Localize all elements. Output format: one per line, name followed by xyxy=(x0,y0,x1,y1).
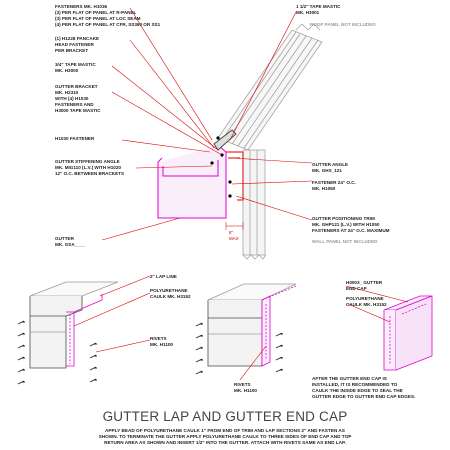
leader-lines-end-cap xyxy=(239,345,267,381)
svg-text:RIVETS: RIVETS xyxy=(150,336,167,341)
svg-text:FASTENERS AT 24" O.C. MAXIMUM: FASTENERS AT 24" O.C. MAXIMUM xyxy=(312,228,390,233)
svg-text:CAULK MK. H3152: CAULK MK. H3152 xyxy=(346,302,387,307)
label-rivets-end-cap: RIVETS MK. H1100 xyxy=(234,382,257,393)
svg-text:MK. H2310: MK. H2310 xyxy=(55,90,79,95)
svg-text:HEAD FASTENER: HEAD FASTENER xyxy=(55,42,94,47)
svg-text:MK. GHS_121: MK. GHS_121 xyxy=(312,168,342,173)
gutter-lap-graphic xyxy=(29,281,119,369)
svg-text:GUTTER BRACKET: GUTTER BRACKET xyxy=(55,84,98,89)
svg-text:PER BRACKET: PER BRACKET xyxy=(55,48,88,53)
detail-title: GUTTER LAP AND GUTTER END CAP xyxy=(103,409,348,424)
svg-text:RIVETS: RIVETS xyxy=(234,382,251,387)
svg-text:GUTTER STIFFENING ANGLE: GUTTER STIFFENING ANGLE xyxy=(55,159,120,164)
svg-text:MK. MIG110 (L.V.) WITH H1020: MK. MIG110 (L.V.) WITH H1020 xyxy=(55,165,121,170)
gutter-end-cap-graphic xyxy=(207,283,297,367)
svg-text:GUTTER EDGE TO GUTTER END CAP: GUTTER EDGE TO GUTTER END CAP EDGES. xyxy=(312,394,415,399)
svg-text:H1030 FASTENER: H1030 FASTENER xyxy=(55,136,95,141)
label-tape-mastic-34: 3/4" TAPE MASTIC MK. H3000 xyxy=(55,62,96,73)
label-fastener-24: FASTENER 24" O.C. MK. H1050 xyxy=(312,180,356,191)
label-end-cap: H0003_ GUTTER END CAP xyxy=(346,280,383,291)
label-positioning-trim: GUTTER POSITIONING TRIM MK. GHP121 (L.V.… xyxy=(312,216,390,233)
rivets-lap-right xyxy=(89,342,97,383)
dimension-sub: MAX xyxy=(229,236,239,241)
label-gutter-bracket: GUTTER BRACKET MK. H2310 WITH (4) H1030 … xyxy=(55,84,101,113)
svg-text:1 1/2" TAPE MASTIC: 1 1/2" TAPE MASTIC xyxy=(296,4,341,9)
after-install-note: AFTER THE GUTTER END CAP IS INSTALLED, I… xyxy=(312,376,415,399)
leader-lines-end-cap-part xyxy=(345,285,409,323)
label-fasteners: FASTENERS MK. H1036 (3) PER FLAT OF PANE… xyxy=(55,4,161,27)
leader-lines-lap xyxy=(73,275,151,353)
label-gutter: GUTTER MK. GSA____ xyxy=(55,236,85,247)
svg-text:(3) PER FLAT OF PANEL AT R-PAN: (3) PER FLAT OF PANEL AT R-PANEL xyxy=(55,10,137,15)
label-rivets-lap: RIVETS MK. H1100 xyxy=(150,336,173,347)
label-tape-mastic-112: 1 1/2" TAPE MASTIC MK. H3001 xyxy=(296,4,341,15)
leader-lines-top xyxy=(101,7,313,241)
svg-text:CAULK MK. H3152: CAULK MK. H3152 xyxy=(150,294,191,299)
description-line-1: APPLY BEAD OF POLYURETHANE CAULK 1" FROM… xyxy=(105,428,345,433)
label-gutter-angle: GUTTER ANGLE MK. GHS_121 xyxy=(312,162,348,173)
svg-text:MK. GHP121 (L.V.) WITH H1050: MK. GHP121 (L.V.) WITH H1050 xyxy=(312,222,380,227)
svg-text:END CAP: END CAP xyxy=(346,286,367,291)
label-wall-panel: WALL PANEL NOT INCLUDED xyxy=(312,239,378,244)
svg-text:2" LAP LINE: 2" LAP LINE xyxy=(150,274,177,279)
svg-text:FASTENERS MK. H1036: FASTENERS MK. H1036 xyxy=(55,4,108,9)
label-roof-panel: ROOF PANEL NOT INCLUDED xyxy=(310,22,376,27)
roof-panel-graphic xyxy=(217,23,323,151)
svg-text:MK. H3000: MK. H3000 xyxy=(55,68,79,73)
label-polyurethane-end-cap: POLYURETHANE CAULK MK. H3152 xyxy=(346,296,387,307)
svg-text:INSTALLED, IT IS RECOMMENDED T: INSTALLED, IT IS RECOMMENDED TO xyxy=(312,382,398,387)
rivets-end-cap-left xyxy=(195,322,203,375)
label-pancake-fastener: (1) H1228 PANCAKE HEAD FASTENER PER BRAC… xyxy=(55,36,99,53)
svg-text:GUTTER: GUTTER xyxy=(55,236,75,241)
svg-text:(4) PER FLAT OF PANEL AT CFR,: (4) PER FLAT OF PANEL AT CFR, SS360 OR S… xyxy=(55,22,161,27)
svg-text:GUTTER ANGLE: GUTTER ANGLE xyxy=(312,162,348,167)
description-line-2: SHOWN. TO TERMINATE THE GUTTER APPLY POL… xyxy=(99,434,352,439)
svg-text:WALL PANEL NOT INCLUDED: WALL PANEL NOT INCLUDED xyxy=(312,239,378,244)
label-lap-line: 2" LAP LINE xyxy=(150,274,177,279)
svg-text:MK. H1100: MK. H1100 xyxy=(150,342,173,347)
dimension-8-max: 8" MAX xyxy=(225,222,244,241)
svg-text:POLYURETHANE: POLYURETHANE xyxy=(346,296,384,301)
svg-text:MK. GSA____: MK. GSA____ xyxy=(55,242,85,247)
svg-text:3/4" TAPE MASTIC: 3/4" TAPE MASTIC xyxy=(55,62,96,67)
end-cap-part-graphic xyxy=(383,295,433,371)
svg-text:12" O.C. BETWEEN BRACKETS: 12" O.C. BETWEEN BRACKETS xyxy=(55,171,124,176)
svg-text:MK. H1100: MK. H1100 xyxy=(234,388,257,393)
svg-text:FASTENER 24" O.C.: FASTENER 24" O.C. xyxy=(312,180,356,185)
svg-text:FASTENERS AND: FASTENERS AND xyxy=(55,102,94,107)
label-stiffening-angle: GUTTER STIFFENING ANGLE MK. MIG110 (L.V.… xyxy=(55,159,124,176)
svg-text:H3000 TAPE MASTIC: H3000 TAPE MASTIC xyxy=(55,108,101,113)
svg-text:(3) PER FLAT OF PANEL AT LOC S: (3) PER FLAT OF PANEL AT LOC SEAM xyxy=(55,16,141,21)
dimension-text: 8" xyxy=(229,230,233,235)
svg-text:GUTTER POSITIONING TRIM: GUTTER POSITIONING TRIM xyxy=(312,216,375,221)
rivets-end-cap-right xyxy=(275,332,283,373)
svg-text:WITH (4) H1030: WITH (4) H1030 xyxy=(55,96,89,101)
svg-text:MK. H3001: MK. H3001 xyxy=(296,10,320,15)
description-line-3: RETURN AREA AS SHOWN AND INSERT 1/2" INT… xyxy=(104,440,346,445)
rivets-lap-left xyxy=(17,320,25,385)
svg-text:H0003_ GUTTER: H0003_ GUTTER xyxy=(346,280,383,285)
label-polyurethane-lap: POLYURETHANE CAULK MK. H3152 xyxy=(150,288,191,299)
label-h1030-fastener: H1030 FASTENER xyxy=(55,136,95,141)
svg-text:ROOF PANEL NOT INCLUDED: ROOF PANEL NOT INCLUDED xyxy=(310,22,376,27)
svg-text:POLYURETHANE: POLYURETHANE xyxy=(150,288,188,293)
svg-text:CAULK THE INSIDE EDGE TO SEAL: CAULK THE INSIDE EDGE TO SEAL THE xyxy=(312,388,403,393)
svg-text:(1) H1228 PANCAKE: (1) H1228 PANCAKE xyxy=(55,36,99,41)
svg-text:MK. H1050: MK. H1050 xyxy=(312,186,336,191)
svg-text:AFTER THE GUTTER END CAP IS: AFTER THE GUTTER END CAP IS xyxy=(312,376,387,381)
